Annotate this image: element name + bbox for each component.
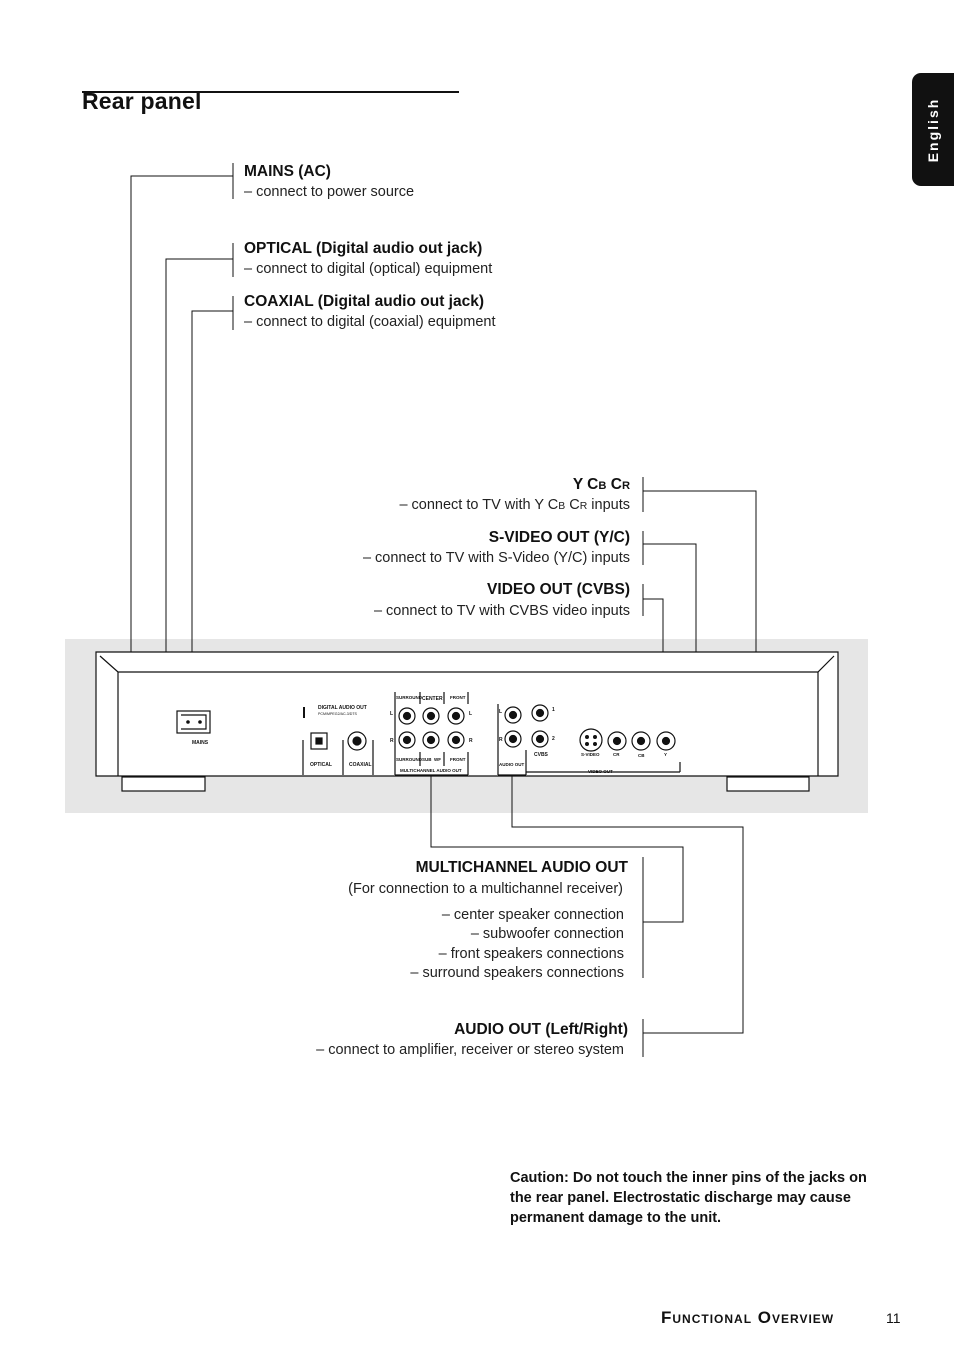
label-multichannel: MULTICHANNEL AUDIO OUT [400,768,462,773]
ycbcr-desc-r: R [579,501,588,512]
label-optical: OPTICAL [310,762,332,768]
label-l-right: L [469,711,472,717]
panel-labels: MAINS DIGITAL AUDIO OUT PCM/MPEG2/AC-3/D… [192,695,667,774]
coaxial-title-rest: (Digital audio out jack) [313,293,484,310]
label-coaxial: COAXIAL [349,762,372,768]
ycbcr-title-y: Y C [572,476,599,493]
label-one: 1 [552,707,555,713]
ycbcr-desc-pre: – connect to TV with Y C [399,497,559,513]
multichannel-item: – surround speakers connections [410,965,624,981]
caution-note: Caution: Do not touch the inner pins of … [510,1170,867,1226]
label-svideo: S-VIDEO [581,752,600,757]
label-cb: CB [638,753,645,758]
svideo-desc: – connect to TV with S-Video (Y/C) input… [362,550,630,566]
coaxial-title: COAXIAL (Digital audio out jack) [244,293,484,311]
section-footer: Functional Overview [661,1308,835,1327]
title-rule [82,91,459,93]
multichannel-subtitle: (For connection to a multichannel receiv… [348,881,623,897]
audio-video-jacks [497,704,681,776]
label-r-right: R [469,738,473,744]
audio-out-title-rest: (Left/Right) [541,1021,628,1038]
mains-socket [176,710,211,734]
optical-jack-core [315,737,323,745]
audio-out-desc: – connect to amplifier, receiver or ster… [316,1042,624,1058]
ycbcr-desc-c: C [565,497,580,513]
dvd-player-rear [95,651,839,792]
cvbs-desc: – connect to TV with CVBS video inputs [373,603,630,619]
coaxial-desc: – connect to digital (coaxial) equipment [244,314,496,330]
label-l-left: L [390,711,393,717]
label-digital-sub: PCM/MPEG2/AC-3/DTS [318,712,358,716]
label-digital-audio-out: DIGITAL AUDIO OUT [318,705,367,711]
optical-jack [310,732,328,750]
ycbcr-desc-b: B [558,501,566,512]
audio-out-title: AUDIO OUT (Left/Right) [454,1021,628,1039]
label-sub: SUB [422,757,432,762]
label-video-out: VIDEO OUT [588,769,613,774]
mains-title: MAINS (AC) [244,163,331,180]
label-center: CENTER [422,696,443,702]
label-cvbs: CVBS [534,752,549,758]
ycbcr-desc-post: inputs [587,497,630,513]
ycbcr-title-b: B [598,480,607,492]
multichannel-leader-line [430,775,684,923]
label-r-left: R [390,738,394,744]
optical-title-rest: (Digital audio out jack) [311,240,483,257]
mains-desc: – connect to power source [244,184,415,200]
left-foot [121,776,206,792]
cvbs-title: VIDEO OUT (CVBS) [487,581,630,598]
mains-pin [186,720,190,724]
label-mains: MAINS [192,740,209,746]
coaxial-jack-core [352,736,362,746]
audio-out-title-bold: AUDIO OUT [454,1021,542,1038]
multichannel-item: – front speakers connections [438,946,624,962]
label-front-top: FRONT [450,695,466,700]
ycbcr-title-r: R [621,480,630,492]
multichannel-item: – center speaker connection [441,907,624,923]
device-top-bevel [99,655,835,673]
multichannel-item: – subwoofer connection [470,926,624,942]
svideo-title: S-VIDEO OUT (Y/C) [488,529,630,546]
device-outline [95,651,839,777]
optical-title: OPTICAL (Digital audio out jack) [244,240,482,258]
audio-out-leader-line [511,775,744,1034]
label-two: 2 [552,736,555,742]
mains-pin [198,720,202,724]
multichannel-title: MULTICHANNEL AUDIO OUT [415,859,628,876]
multichannel-jacks [394,692,469,776]
language-tab: English [912,73,954,186]
mains-socket-inner [181,714,207,730]
label-front-bottom: FRONT [450,757,466,762]
label-audio-out: AUDIO OUT [499,762,525,767]
label-r-audio: R [499,737,503,743]
ycbcr-title-c: C [606,476,622,493]
ycbcr-title: Y CB CR [573,476,630,494]
label-l-audio: L [499,709,502,715]
ycbcr-desc: – connect to TV with Y CB CR inputs [399,497,630,513]
coaxial-jack [347,731,367,751]
page-title: Rear panel [82,88,202,114]
mains-leader-line [130,175,234,723]
label-y: Y [664,752,667,757]
right-foot [726,776,810,792]
coaxial-title-bold: COAXIAL [244,293,314,310]
optical-desc: – connect to digital (optical) equipment [244,261,493,277]
label-cr: CR [613,752,620,757]
label-surround-bottom: SURROUND [396,757,423,762]
page-number: 11 [886,1310,901,1326]
optical-title-bold: OPTICAL [244,240,312,257]
label-wf: WF [434,757,441,762]
label-surround-top: SURROUND [396,695,423,700]
